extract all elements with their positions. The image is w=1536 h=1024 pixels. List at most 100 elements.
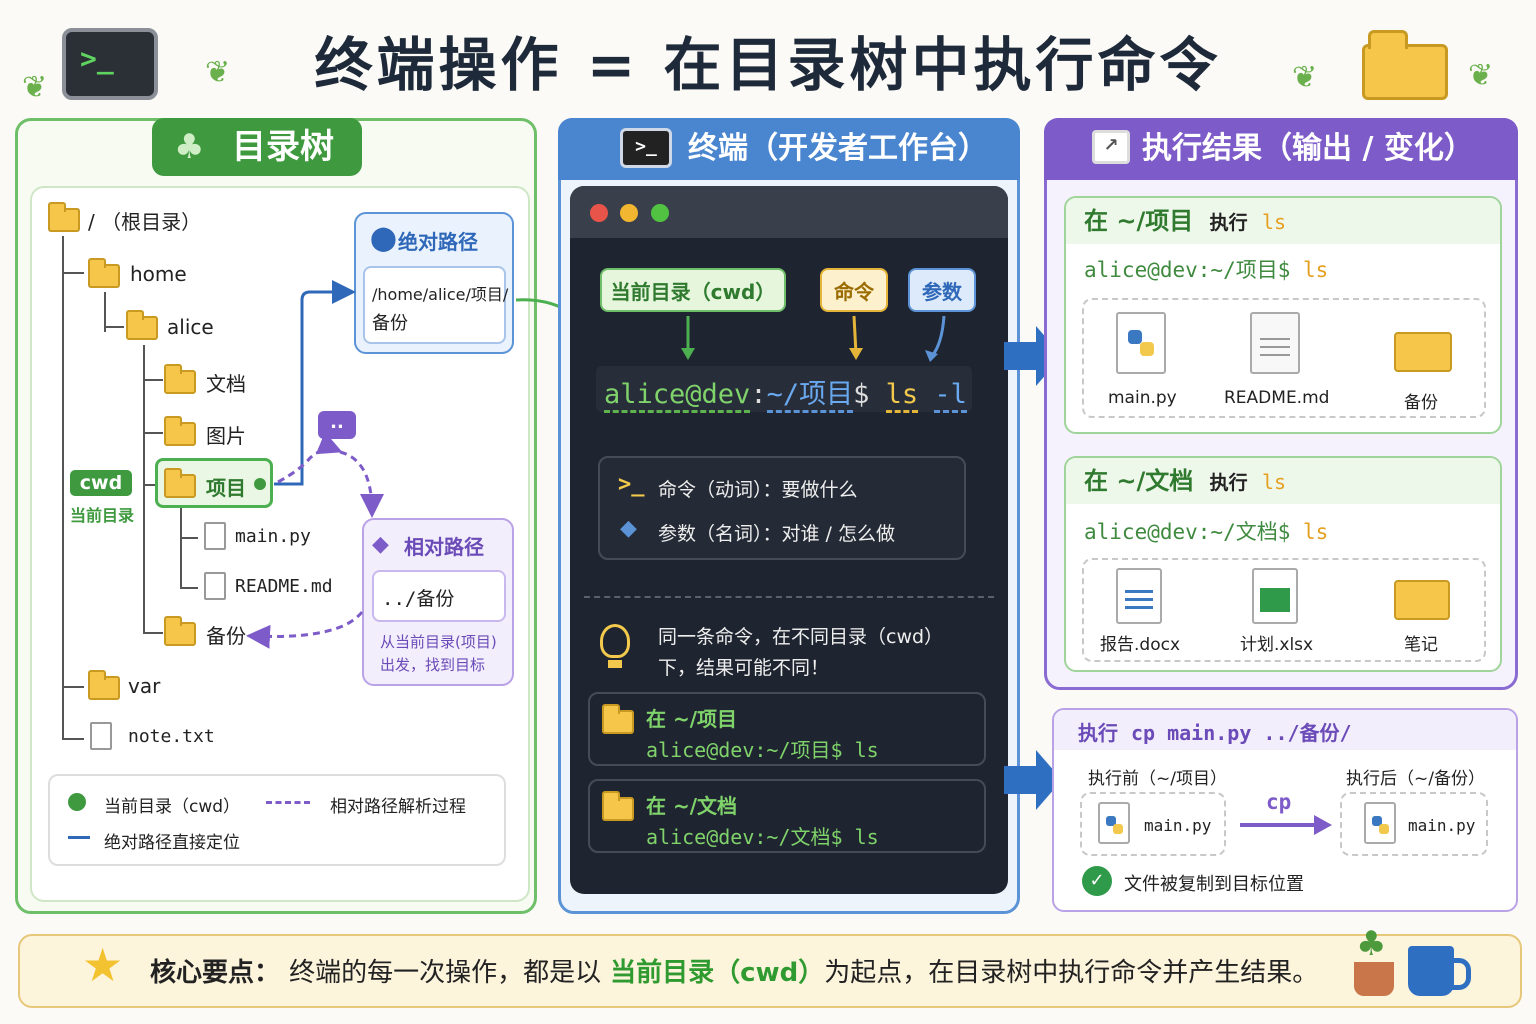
tree-main[interactable]: main.py [235,526,311,547]
folder-icon [88,670,120,700]
markdown-file-icon [1250,312,1300,374]
python-file-icon [1116,312,1166,374]
rel-path-value-box [372,570,506,622]
folder-logo-icon [1362,44,1448,100]
copy-arrow-label: cp [1266,790,1292,814]
copy-command: cp main.py ../备份/ [1130,721,1352,745]
copy-before-box [1080,792,1226,856]
abs-path-title: 绝对路径 [398,230,478,254]
result-project-file-2[interactable]: README.md [1224,388,1330,408]
copy-exec: 执行 [1078,721,1118,745]
legend-cwd-dot [68,793,86,811]
result-docs-file-3[interactable]: 笔记 [1404,635,1438,655]
result-docs-exec: 执行 [1209,472,1248,494]
mug-icon [1408,946,1454,996]
tree-header-label: 目录树 [232,127,334,167]
info-command: 命令（动词）：要做什么 [658,479,858,501]
leaf-icon: ❦ [1292,60,1318,95]
mug-handle [1448,958,1471,990]
result-project-ls: ls [1261,210,1287,234]
cwd-caption: 当前目录 [70,506,135,525]
tree-header: ♣ 目录树 [152,118,362,176]
copy-done: 文件被复制到目标位置 [1124,874,1304,895]
prompt-icon: >_ [618,472,645,497]
tag-command: 命令 [820,268,888,312]
tree-note[interactable]: note.txt [128,726,215,747]
legend-rel-line [266,801,310,804]
result-docs-cmd: ls [1303,520,1329,544]
info-argument: 参数（名词）：对谁 / 怎么做 [658,523,895,545]
lightbulb-base [608,660,622,668]
result-project-file-3[interactable]: 备份 [1404,393,1438,413]
tree-line [62,686,84,688]
cwd-dot [254,478,266,490]
page-title: 终端操作 = 在目录树中执行命令 [314,31,1222,99]
result-project-file-1[interactable]: main.py [1108,388,1177,408]
plant-icon [1354,962,1394,996]
rel-path-title: 相对路径 [404,535,484,559]
file-icon [204,522,226,550]
tree-var[interactable]: var [128,674,161,698]
leaf-icon: ❦ [205,55,231,90]
tree-home[interactable]: home [130,262,187,286]
file-icon [90,722,112,750]
copy-after-label: 执行后（~/备份） [1346,769,1485,789]
result-docs-in: 在 ~/文档 [1084,467,1194,495]
folder-icon [164,364,196,394]
tree-line [180,537,198,539]
python-file-icon [1098,802,1130,844]
terminal-prompt[interactable]: alice@dev:~/项目$ ls -l [604,372,967,413]
python-file-icon [1364,802,1396,844]
key-point-highlight: 当前目录（cwd） [610,958,825,988]
tree-readme[interactable]: README.md [235,576,333,597]
terminal-header-icon: >_ [620,128,672,168]
maximize-dot-icon[interactable] [651,204,669,222]
result-project-prompt: alice@dev:~/项目$ [1084,258,1291,282]
minimize-dot-icon[interactable] [620,204,638,222]
prompt-command: ls [885,379,919,413]
prompt-argument: -l [934,379,967,413]
close-dot-icon[interactable] [590,204,608,222]
copy-file-after[interactable]: main.py [1408,816,1476,835]
abs-path-value-box [363,266,506,344]
tree-alice[interactable]: alice [167,315,214,339]
key-point-text-1: 终端的每一次操作，都是以 [289,958,602,988]
result-docs-head: 在 ~/文档 执行 ls [1066,458,1500,504]
result-docs-file-2[interactable]: 计划.xlsx [1240,635,1314,655]
copy-before-label: 执行前（~/项目） [1088,769,1227,789]
key-point-prefix: 核心要点： [150,958,281,988]
tree-root[interactable]: / （根目录） [88,210,202,234]
result-docs-file-1[interactable]: 报告.docx [1100,635,1181,655]
legend-abs-line [68,836,90,839]
tree-line [143,379,163,381]
tree-line [143,345,145,633]
result-docs-prompt: alice@dev:~/文档$ [1084,520,1291,544]
results-header-label: 执行结果（输出 / 变化） [1142,131,1474,166]
rel-path-note-1: 从当前目录(项目) [380,633,497,651]
chart-monitor-icon: ↗ [1092,130,1130,164]
result-docs-files [1082,558,1486,662]
tag-blue-icon: ◆ [620,516,637,541]
tree-line [62,738,84,740]
tag-cwd: 当前目录（cwd） [600,268,786,312]
check-icon: ✓ [1082,866,1112,896]
terminal-header-label: 终端（开发者工作台） [688,131,988,166]
leaf-icon: ❦ [22,70,48,105]
tree-line [180,502,182,588]
example-project[interactable] [588,692,986,766]
example-docs[interactable] [588,779,986,853]
folder-logo-tab [1368,30,1408,49]
legend-cwd: 当前目录（cwd） [104,797,241,817]
tree-backup[interactable]: 备份 [206,624,246,648]
folder-icon [88,258,120,288]
tree-arrows [246,280,614,649]
folder-icon [602,704,634,734]
tree-docs[interactable]: 文档 [206,372,246,396]
word-file-icon [1116,568,1162,624]
folder-icon [164,616,196,646]
tree-pics[interactable]: 图片 [206,424,246,448]
leaf-icon: ❦ [1468,58,1494,93]
key-point-banner [18,934,1522,1008]
tree-project[interactable]: 项目 [206,476,246,500]
copy-file-before[interactable]: main.py [1144,816,1212,835]
